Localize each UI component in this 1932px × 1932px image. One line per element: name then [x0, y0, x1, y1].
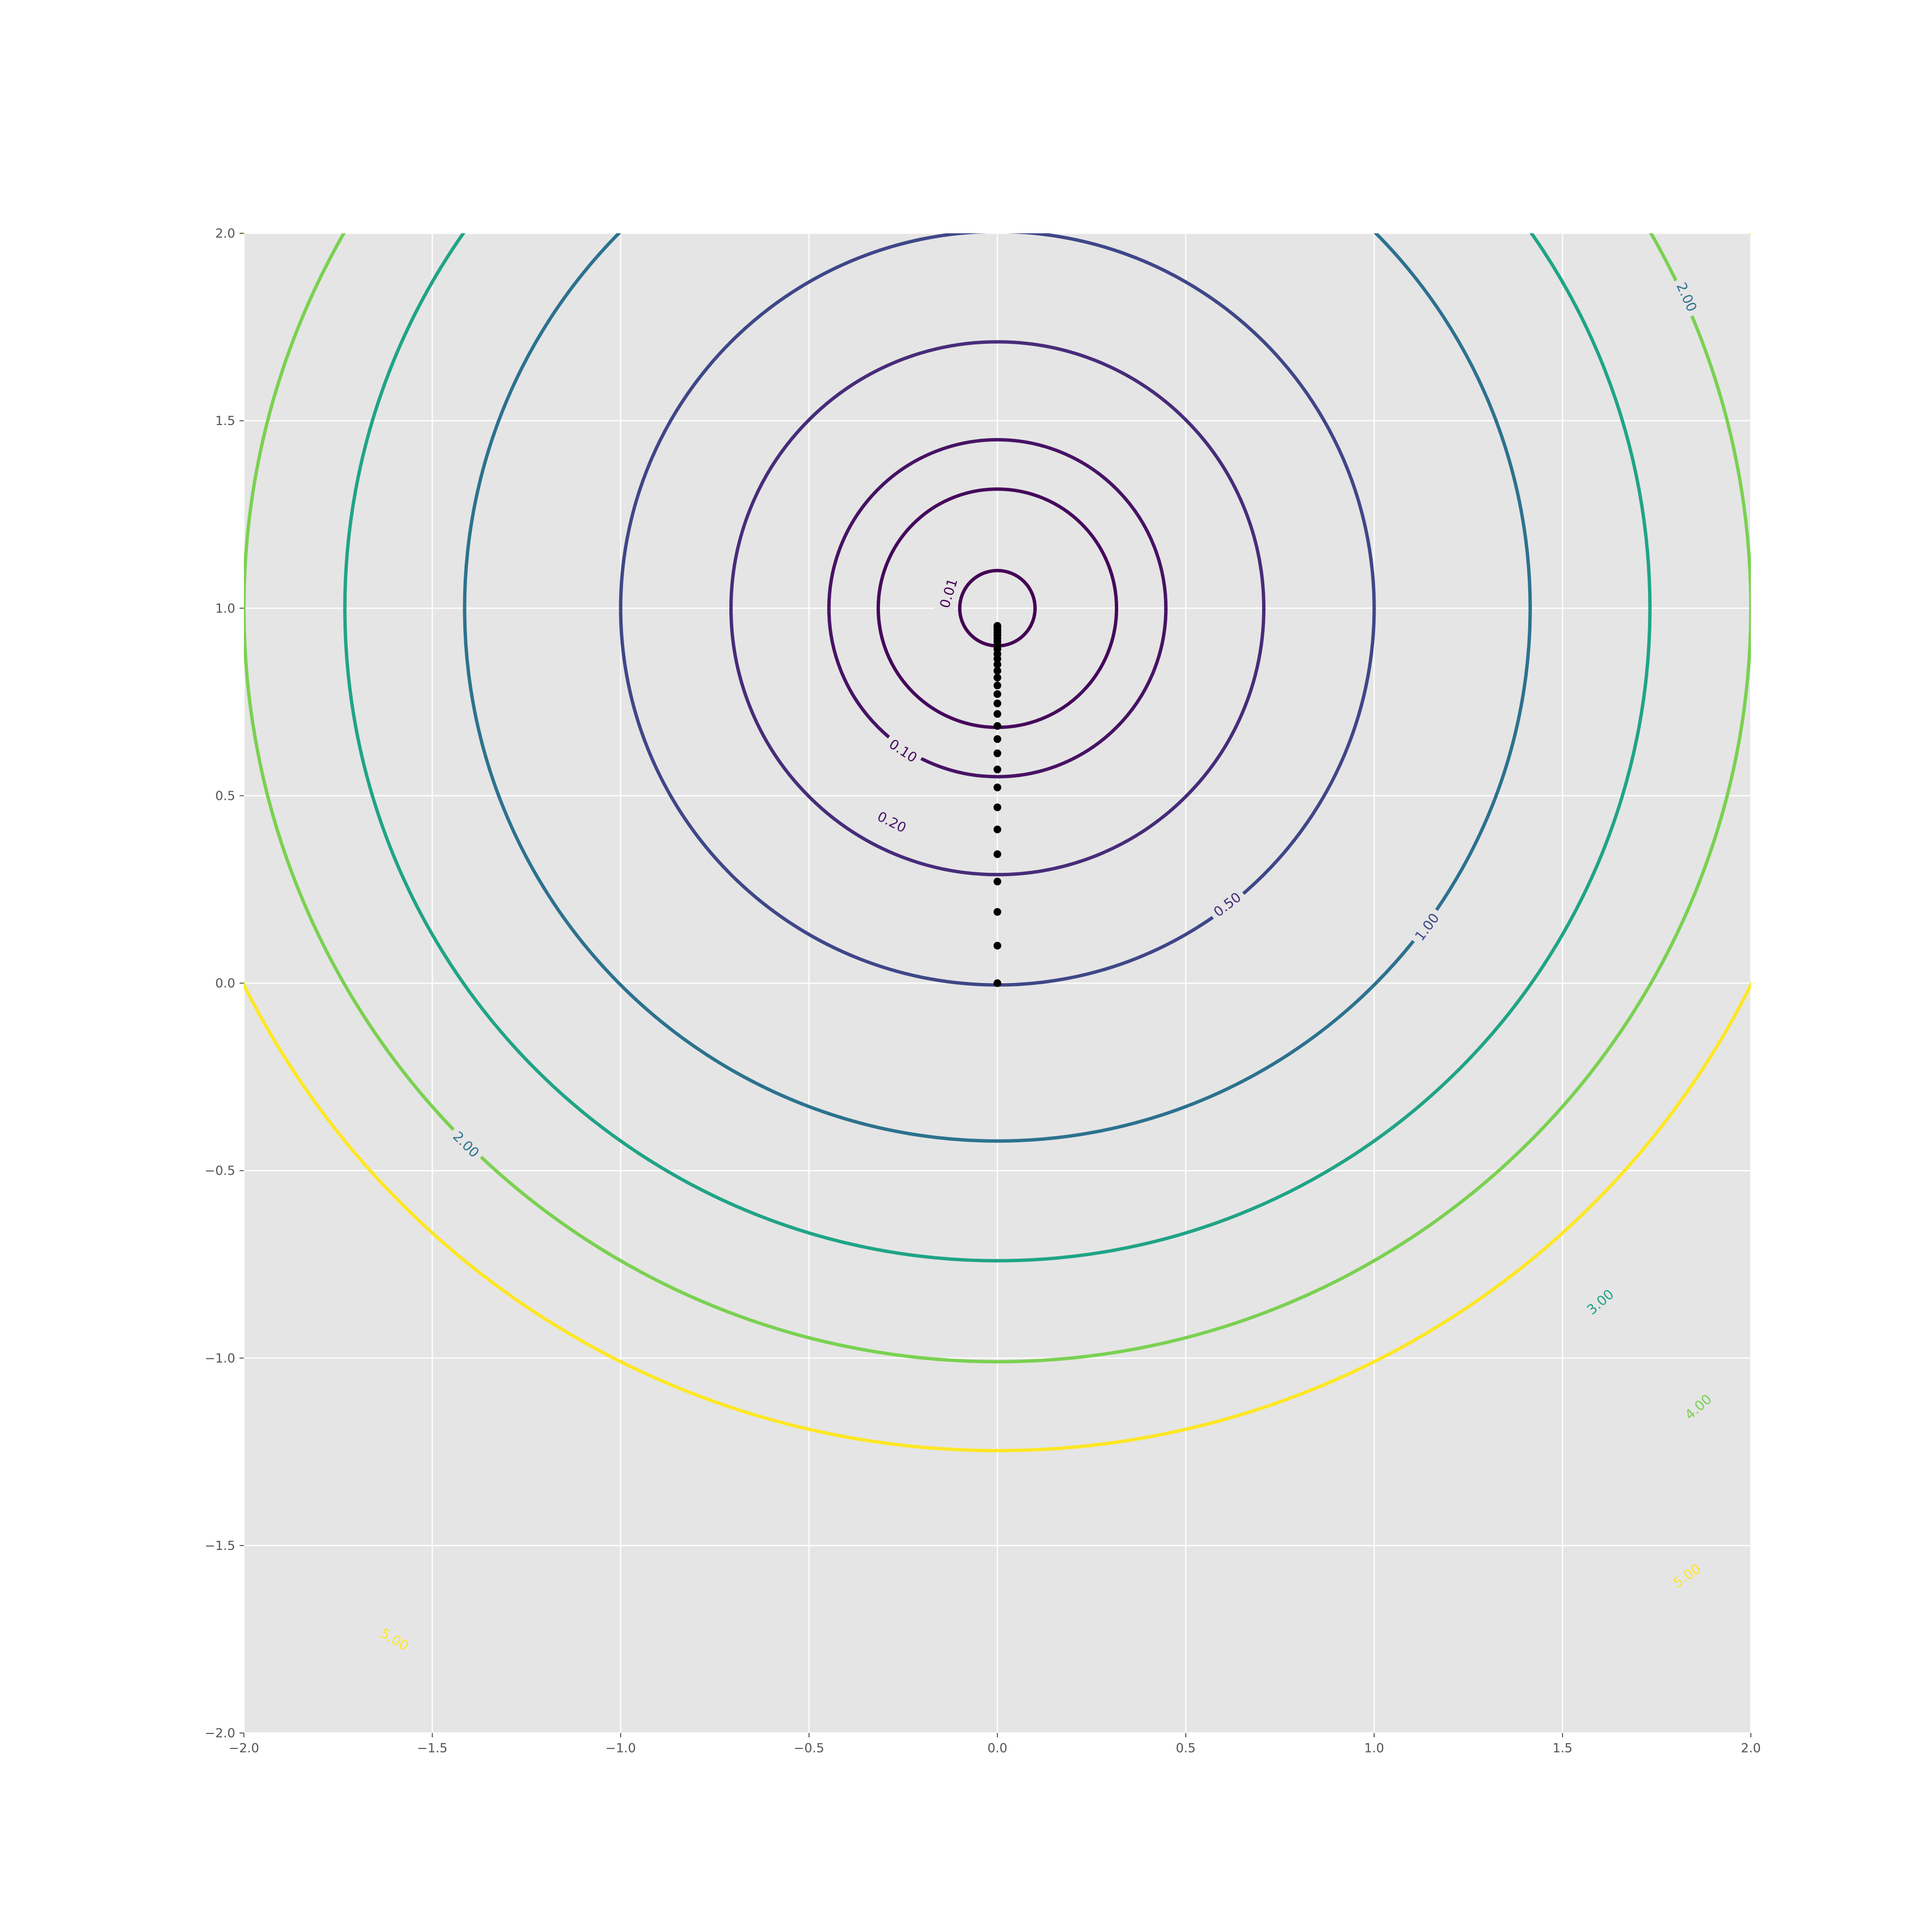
- scatter-point: [994, 699, 1001, 708]
- contour-line-0.50: [729, 340, 1266, 877]
- scatter-point: [994, 766, 1001, 774]
- contour-label-gap: [445, 1123, 487, 1165]
- x-tick-label: 1.0: [1364, 1741, 1384, 1756]
- contour-line-0.20: [827, 438, 1168, 779]
- scatter-point: [994, 850, 1001, 858]
- scatter-point: [994, 783, 1001, 792]
- contour-label-gap: [881, 732, 925, 769]
- scatter-point: [994, 803, 1001, 811]
- contour-label-gap: [1206, 885, 1249, 924]
- x-tick-label: 0.0: [987, 1741, 1007, 1756]
- y-tick-label: −1.0: [205, 1351, 235, 1366]
- y-axis: −2.0 −1.5 −1.0 −0.5 0.0 0.5 1.0 1.5 2.0: [205, 227, 244, 1741]
- contour-line-3.00: [343, 233, 1652, 1263]
- contour-label-gap: [1665, 1556, 1708, 1595]
- contour-labels: 0.010.100.200.501.002.002.003.004.005.00…: [373, 275, 1719, 1658]
- y-tick-label: −0.5: [205, 1164, 235, 1179]
- contour-label-gap: [1677, 1387, 1719, 1427]
- y-tick-label: 0.5: [215, 789, 235, 803]
- scatter-point: [994, 749, 1001, 757]
- contour-label-gap: [1670, 275, 1704, 319]
- y-tick-label: 1.0: [215, 601, 235, 616]
- y-tick-label: −1.5: [205, 1539, 235, 1553]
- x-tick-label: 0.5: [1176, 1741, 1195, 1756]
- x-tick-label: 2.0: [1741, 1741, 1761, 1756]
- y-tick-label: 2.0: [215, 227, 235, 241]
- x-axis: −2.0 −1.5 −1.0 −0.5 0.0 0.5 1.0 1.5 2.0: [228, 1733, 1761, 1756]
- contour-line-4.00: [244, 233, 1751, 1364]
- x-tick-label: −1.0: [605, 1741, 636, 1756]
- scatter-point: [994, 673, 1001, 682]
- scatter-point: [994, 908, 1001, 916]
- scatter-point: [994, 682, 1001, 690]
- scatter-point: [994, 878, 1001, 886]
- contour-label-gap: [1579, 1281, 1621, 1322]
- scatter-point: [994, 722, 1001, 730]
- scatter-point: [994, 667, 1001, 675]
- x-tick-label: 1.5: [1552, 1741, 1572, 1756]
- x-tick-label: −0.5: [794, 1741, 824, 1756]
- x-tick-label: −1.5: [417, 1741, 447, 1756]
- scatter-point: [994, 710, 1001, 718]
- contour-line-2.00: [463, 233, 1532, 1143]
- y-tick-label: 1.5: [215, 414, 235, 428]
- scatter-point: [994, 735, 1001, 743]
- contour-lines: [244, 233, 1751, 1452]
- scatter-point: [994, 941, 1001, 950]
- contour-label-gap: [373, 1621, 416, 1658]
- contour-label-gap: [1407, 906, 1447, 949]
- plot-area: 0.010.100.200.501.002.002.003.004.005.00…: [243, 232, 1752, 1734]
- descent-path-points: [994, 622, 1001, 987]
- y-tick-label: −2.0: [205, 1726, 235, 1741]
- x-tick-label: −2.0: [228, 1741, 259, 1756]
- contour-label-gap: [933, 572, 964, 615]
- scatter-point: [994, 979, 1001, 987]
- scatter-point: [994, 690, 1001, 698]
- scatter-point: [994, 660, 1001, 668]
- y-tick-label: 0.0: [215, 977, 235, 991]
- scatter-point: [994, 825, 1001, 834]
- contour-label-gap: [870, 805, 914, 839]
- contour-line-5.00: [244, 233, 1751, 1452]
- scatter-point: [994, 622, 1001, 630]
